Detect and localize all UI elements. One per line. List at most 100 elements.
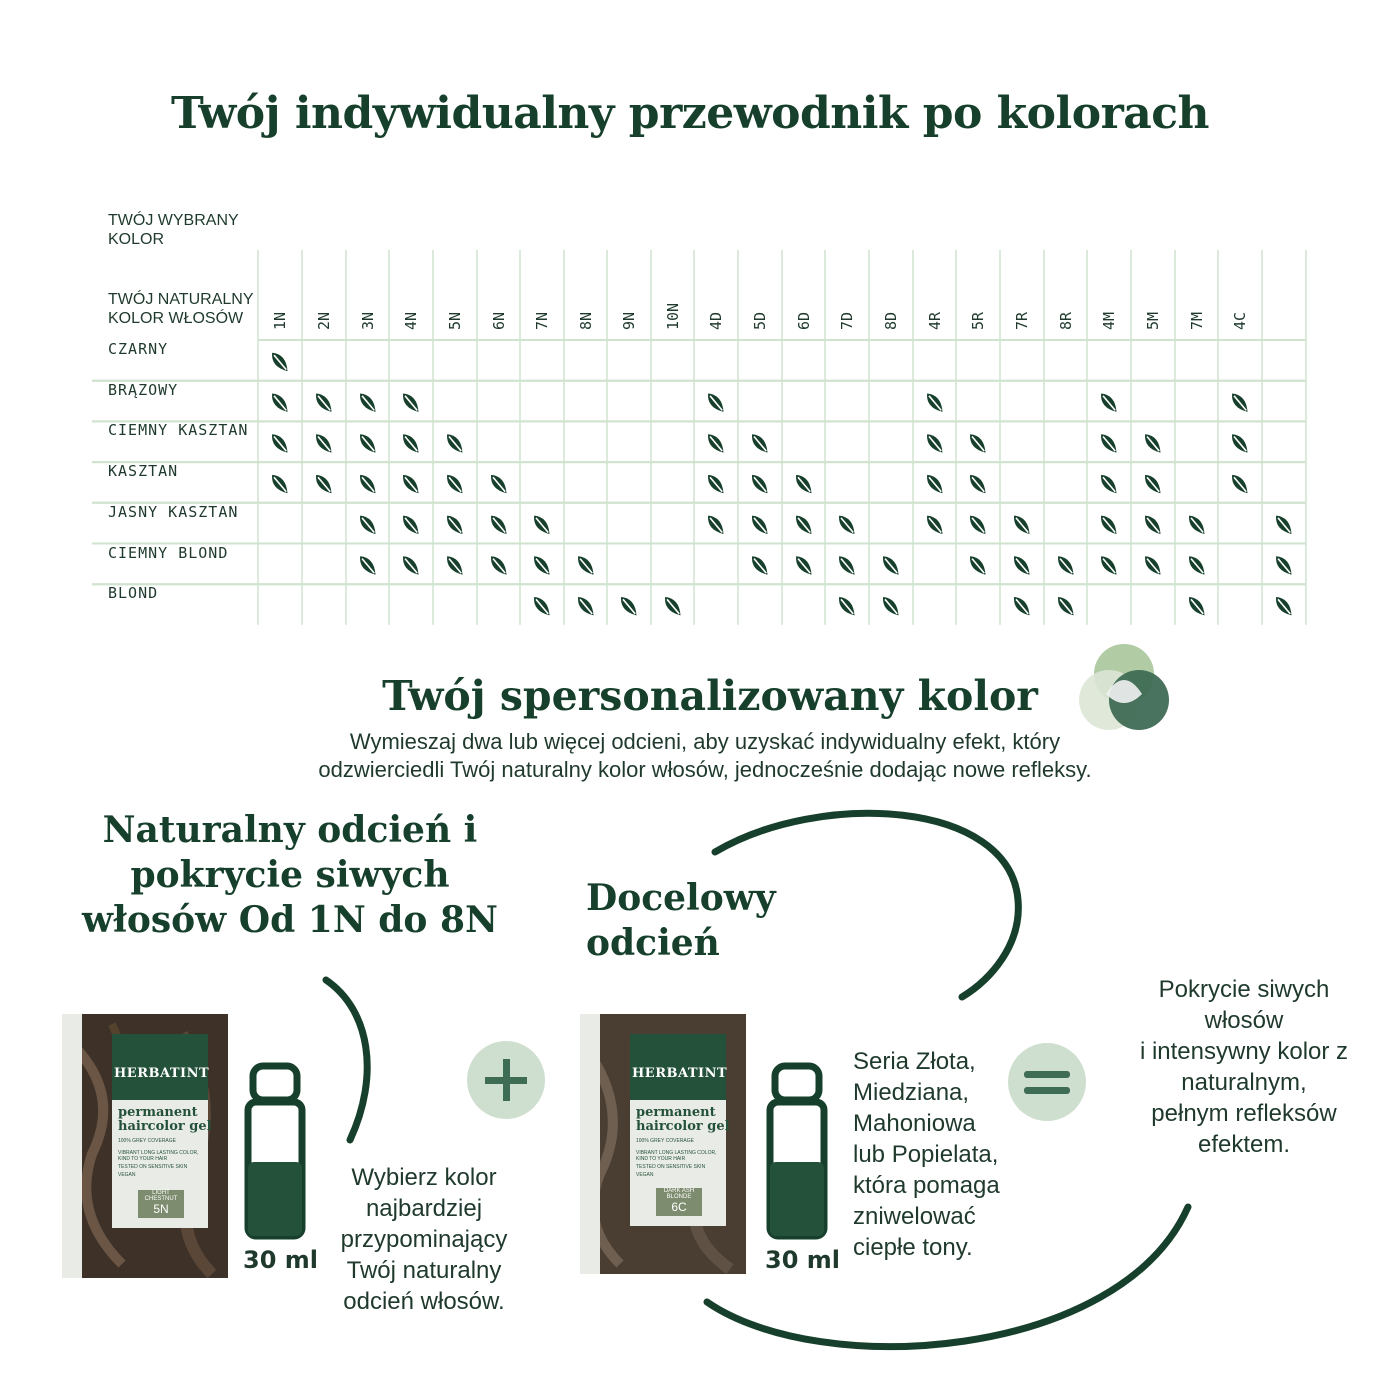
leaf-icon [970, 474, 986, 494]
natural-color-header: TWÓJ NATURALNY KOLOR WŁOSÓW [108, 291, 254, 327]
leaf-icon [491, 556, 507, 575]
leaf-icon [839, 597, 855, 616]
leaf-icon [1232, 393, 1248, 412]
bottle-icon [244, 1062, 306, 1240]
product-box-6c: HERBATINT permanent haircolor gel 100% G… [580, 1014, 746, 1274]
hair-color-label: BLOND [108, 584, 159, 603]
leaf-icon [796, 515, 812, 534]
leaf-icon [1276, 515, 1292, 534]
leaf-icon [491, 515, 507, 534]
leaf-icon [578, 556, 594, 575]
hair-color-label: BRĄZOWY [108, 380, 179, 399]
leaf-icon [970, 556, 986, 575]
leaf-icon [796, 556, 812, 575]
leaf-icon [1145, 434, 1161, 453]
leaf-icon [927, 515, 943, 534]
leaf-icon [578, 597, 594, 616]
leaf-icon [1101, 556, 1117, 575]
bottle-icon-2 [766, 1062, 828, 1240]
leaf-icon [403, 474, 419, 494]
leaf-icon [1189, 515, 1205, 534]
leaf-icon [1014, 556, 1030, 575]
leaf-icon [708, 434, 724, 453]
leaf-icon [839, 515, 855, 534]
leaf-icon [1058, 597, 1074, 616]
leaf-icon [883, 556, 899, 575]
leaf-icon [360, 515, 376, 534]
hair-color-label: CZARNY [108, 340, 169, 358]
page-title: Twój indywidualny przewodnik po kolorach [170, 88, 1210, 139]
leaf-icon [360, 474, 376, 494]
left-heading: Naturalny odcień i pokrycie siwych włosó… [82, 809, 498, 941]
leaf-icon [403, 434, 419, 453]
leaf-icon [1101, 393, 1117, 412]
leaf-icon [447, 515, 463, 534]
leaf-icon [752, 515, 768, 534]
leaf-icon [621, 597, 637, 616]
leaf-icon [1189, 597, 1205, 616]
leaf-icon [752, 474, 768, 494]
leaf-icon [1276, 597, 1292, 616]
leaf-icon [1189, 556, 1205, 575]
leaf-icon [1145, 474, 1161, 494]
amount-label-left: 30 ml [243, 1246, 318, 1274]
leaf-icon [1145, 556, 1161, 575]
leaf-icon [927, 434, 943, 453]
leaf-icon [534, 556, 550, 575]
amount-label-middle: 30 ml [765, 1246, 840, 1274]
hair-color-label: CIEMNY KASZTAN [108, 421, 249, 440]
leaf-icon [272, 352, 288, 372]
leaf-icon [708, 393, 724, 412]
leaf-icon [272, 474, 288, 494]
leaf-icon [708, 474, 724, 494]
hair-color-label: CIEMNY BLOND [108, 543, 229, 562]
leaf-icon [796, 474, 812, 494]
intro-text: Wymieszaj dwa lub więcej odcieni, aby uz… [318, 729, 1092, 782]
leaf-icon [1058, 556, 1074, 575]
leaf-icon [1232, 434, 1248, 453]
leaf-icon [752, 556, 768, 575]
leaf-icon [1014, 597, 1030, 616]
leaf-icon [447, 434, 463, 453]
leaf-icon [927, 393, 943, 412]
leaf-icon [360, 556, 376, 575]
leaf-icon [534, 515, 550, 534]
leaf-icon [316, 474, 332, 494]
leaf-icon [1101, 434, 1117, 453]
leaf-icon [272, 393, 288, 412]
leaf-icon [403, 393, 419, 412]
leaf-icon [360, 434, 376, 453]
leaf-icon [665, 597, 681, 616]
leaf-icon [1014, 515, 1030, 534]
leaf-icon [927, 474, 943, 494]
leaf-icon [970, 515, 986, 534]
leaf-icon [360, 393, 376, 412]
leaf-icon [447, 556, 463, 575]
plus-icon [467, 1041, 545, 1119]
leaf-icon [316, 434, 332, 453]
leaf-icon [883, 597, 899, 616]
section-title: Twój spersonalizowany kolor [382, 672, 1038, 720]
leaf-icon [316, 393, 332, 412]
leaf-icon [1276, 556, 1292, 575]
leaf-icon [403, 515, 419, 534]
color-guide-grid [92, 250, 1307, 625]
leaf-icon [839, 556, 855, 575]
color-mix-icon [1079, 644, 1169, 730]
product-box-5n: HERBATINT permanent haircolor gel 100% G… [62, 1014, 228, 1278]
equals-icon [1008, 1043, 1086, 1121]
leaf-icon [1232, 474, 1248, 494]
leaf-icon [534, 597, 550, 616]
leaf-icon [491, 474, 507, 494]
middle-heading: Docelowy odcień [586, 877, 776, 964]
leaf-icon [1145, 515, 1161, 534]
leaf-icon [447, 474, 463, 494]
